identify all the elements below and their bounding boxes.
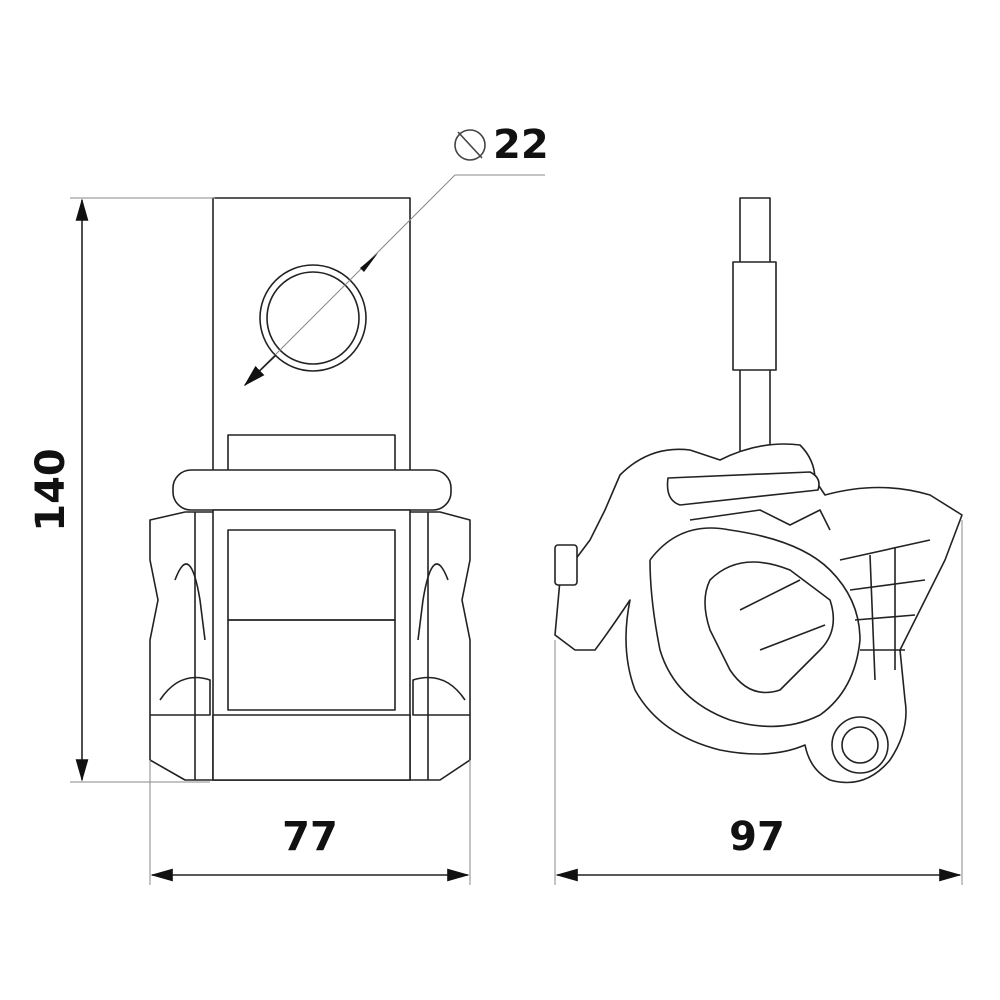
front-view <box>149 197 471 781</box>
side-width-label: 97 <box>729 814 785 860</box>
height-label: 140 <box>28 448 74 532</box>
dimension-height: 140 <box>28 197 215 783</box>
mounting-hole <box>259 264 367 372</box>
diameter-label: 22 <box>493 122 549 168</box>
front-width-label: 77 <box>282 814 338 860</box>
side-view <box>554 197 963 784</box>
dimension-side-width: 97 <box>554 520 963 885</box>
dimension-front-width: 77 <box>149 760 471 885</box>
dimension-diameter: 22 <box>243 122 549 387</box>
